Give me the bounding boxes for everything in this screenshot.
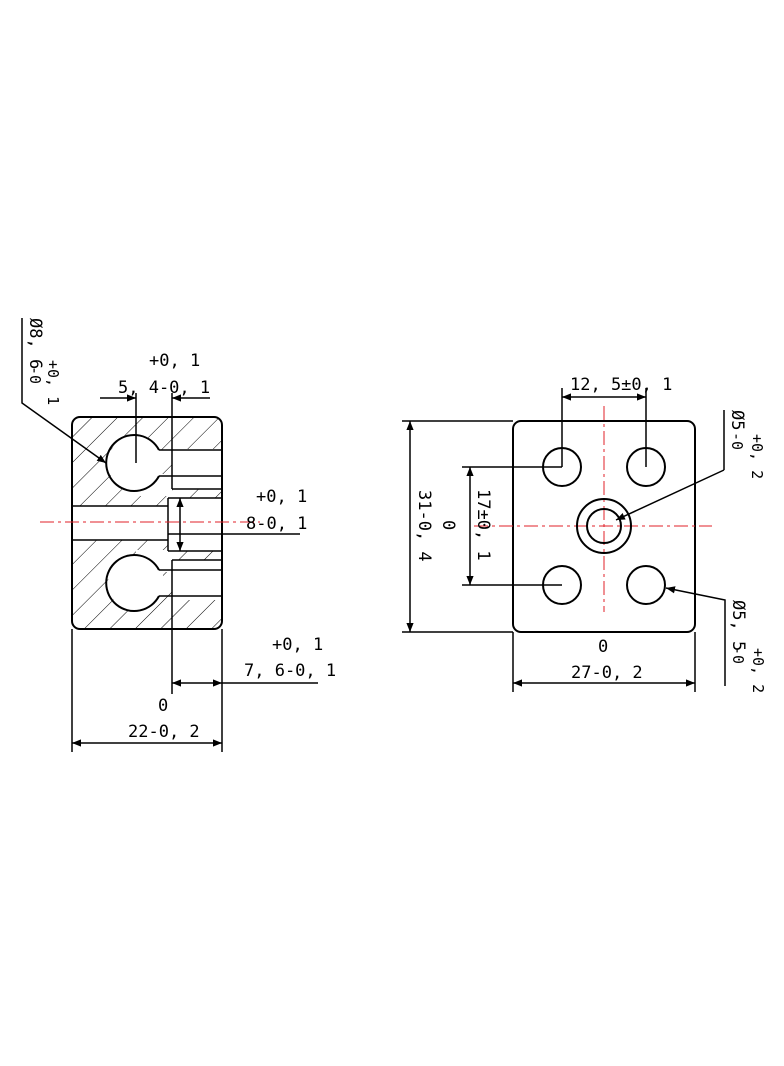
left-width-label: 22-0, 2 <box>128 722 200 742</box>
hole-dia-label: Ø8, 6 -0 +0, 1 <box>25 318 62 405</box>
bore-dia-plus: +0, 1 <box>256 487 307 507</box>
svg-text:Ø5: Ø5 <box>727 410 747 430</box>
step-depth-label: 7, 6-0, 1 <box>244 661 336 681</box>
hole-dia-leader <box>21 318 107 464</box>
right-height-label: 31-0, 4 <box>414 490 434 562</box>
left-section-view: Ø8, 6 -0 +0, 1 +0, 1 5, 4-0, 1 +0, 1 8-0… <box>21 318 336 752</box>
slot-width-plus: +0, 1 <box>149 351 200 371</box>
svg-text:+0, 1: +0, 1 <box>44 360 62 405</box>
right-width-upper: 0 <box>598 637 608 657</box>
bore-dia-label: 8-0, 1 <box>246 514 307 534</box>
corner-hole-dia-label: Ø5, 5 -0 +0, 2 <box>728 600 767 693</box>
step-depth-plus: +0, 1 <box>272 635 323 655</box>
center-hole-leader <box>615 469 725 521</box>
right-front-view: 12, 5±0, 1 17±0, 1 31-0, 4 0 0 27-0, 2 Ø… <box>402 375 767 693</box>
svg-text:+0, 2: +0, 2 <box>748 434 766 479</box>
section-hatching <box>72 417 222 629</box>
svg-text:+0, 2: +0, 2 <box>749 648 767 693</box>
corner-hole-leader <box>665 586 726 686</box>
center-hole-dia-label: Ø5 -0 +0, 2 <box>727 410 766 479</box>
svg-text:Ø8, 6: Ø8, 6 <box>25 318 45 369</box>
svg-text:-0: -0 <box>728 432 746 450</box>
right-width-label: 27-0, 2 <box>571 663 643 683</box>
right-height-upper: 0 <box>438 520 458 530</box>
svg-text:-0: -0 <box>729 646 747 664</box>
left-width-upper: 0 <box>158 696 168 716</box>
hole-spacing-v-label: 17±0, 1 <box>473 489 493 561</box>
svg-text:Ø5, 5: Ø5, 5 <box>728 600 748 651</box>
upper-hole <box>105 434 160 492</box>
svg-text:-0: -0 <box>26 366 44 384</box>
center-boss-outer <box>576 498 632 554</box>
hole-spacing-h-label: 12, 5±0, 1 <box>570 375 672 395</box>
hole-bottom-right <box>626 565 666 605</box>
lower-hole <box>105 554 160 612</box>
left-body-outline <box>71 416 223 630</box>
slot-width-label: 5, 4-0, 1 <box>118 378 210 398</box>
center-hole <box>586 508 622 544</box>
